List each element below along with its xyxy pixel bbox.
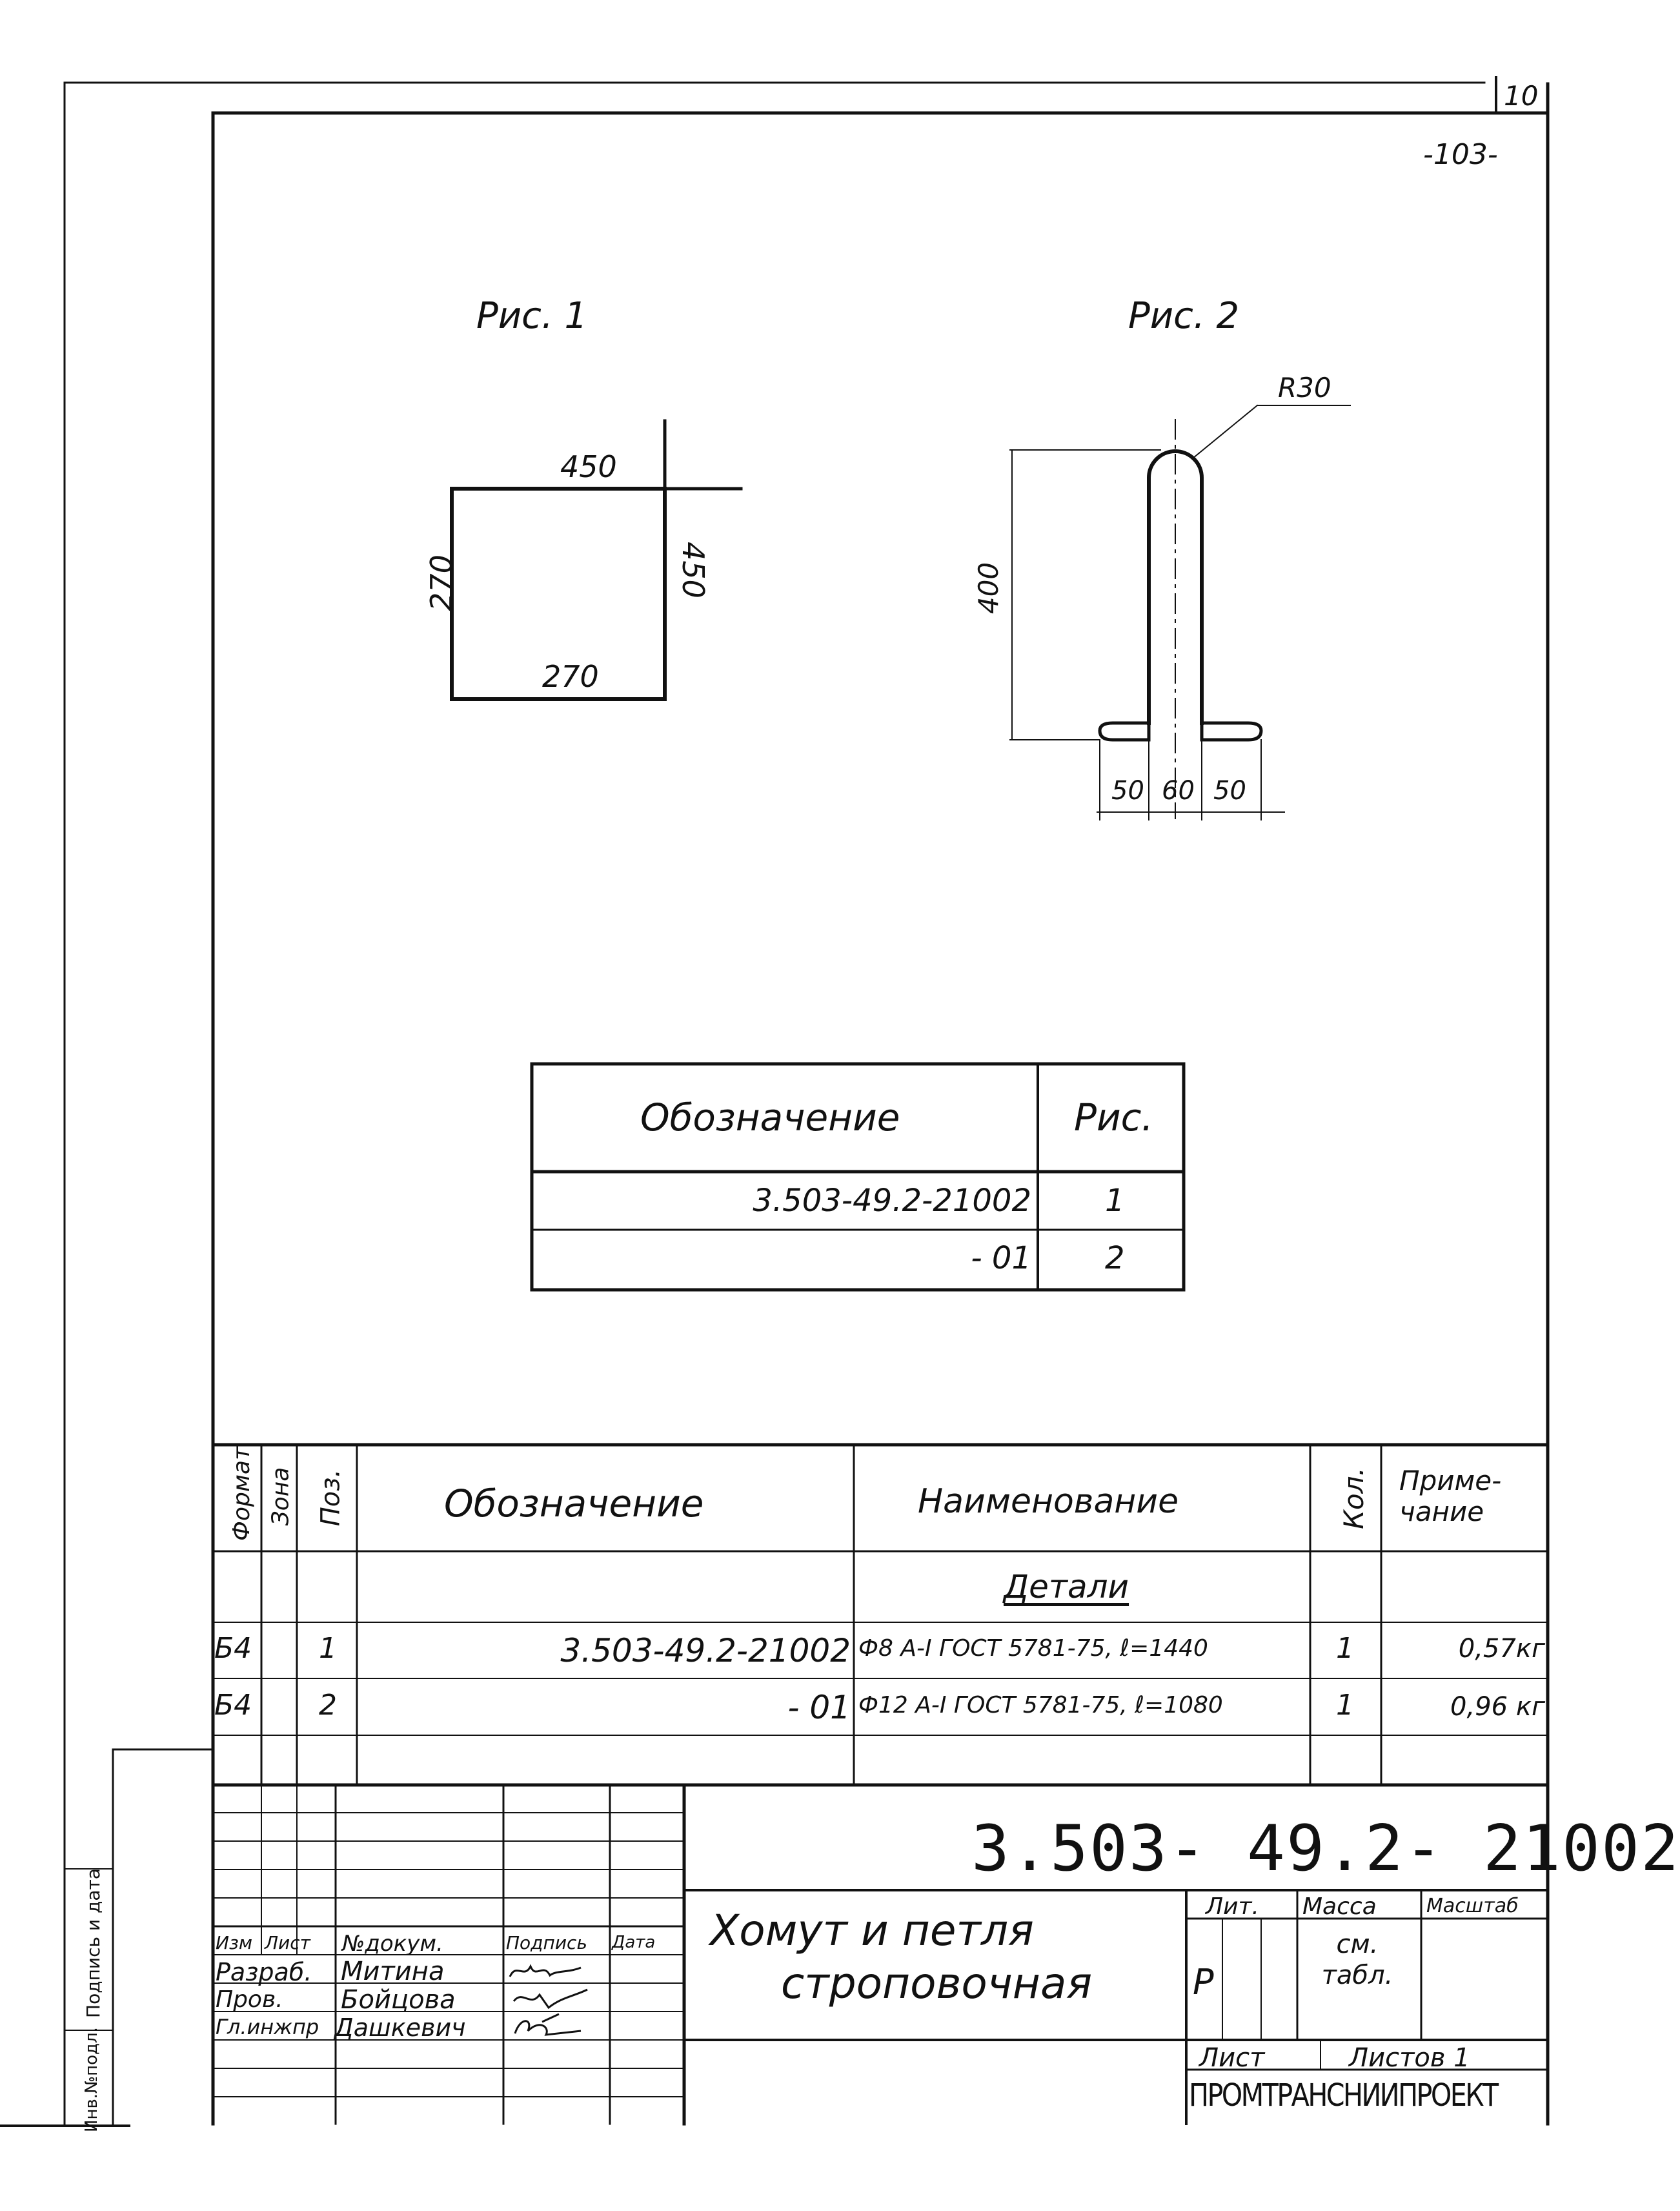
tb-lit-value: Р [1193,1962,1214,2002]
title-line-2: строповочная [781,1959,1093,2008]
signature-1 [509,1964,582,1977]
tb-lit-label: Лит. [1206,1893,1259,1920]
tb-name-1: Митина [341,1957,445,1986]
spec-header-name: Наименование [918,1482,1179,1521]
spec-row-2-name: Ф12 А-I ГОСТ 5781-75, ℓ=1080 [858,1692,1223,1718]
fig2-title: Рис. 2 [1128,295,1240,337]
tb-role-1: Разраб. [216,1958,312,1986]
tb-sheet-label: Лист [1199,2043,1265,2073]
tb-header-izm: Изм [216,1932,252,1953]
tb-mass-label: Масса [1302,1893,1377,1920]
tb-role-3: Гл.инжпр [216,2015,319,2039]
tb-mass-value: см. табл. [1321,1930,1393,1990]
variants-row-1-fig: 1 [1105,1183,1125,1219]
tb-header-sign: Подпись [506,1932,587,1953]
spec-row-1-note: 0,57кг [1458,1634,1545,1664]
fig2-dim-radius: R30 [1278,372,1331,403]
doc-code: 3.503- 49.2- 21002 [971,1812,1680,1886]
spec-row-2-note: 0,96 кг [1450,1692,1545,1722]
fig2-dim-gap: 60 [1162,776,1195,806]
tb-scale-label: Масштаб [1426,1895,1519,1917]
spec-row-1-pos: 1 [319,1632,337,1665]
spec-header-designation: Обозначение [444,1482,704,1525]
tb-sheets-label: Листов 1 [1349,2043,1470,2073]
spec-row-1-qty: 1 [1336,1632,1354,1665]
signatures [509,1964,588,2036]
title-line-1: Хомут и петля [710,1906,1034,1955]
drawing-frame [0,76,1550,2127]
side-stamp-inv: Инв.№подл. [82,2027,101,2132]
tb-header-doc: №докум. [342,1931,443,1957]
variants-header-fig: Рис. [1074,1095,1153,1139]
sheet-number: 10 [1504,80,1539,112]
tb-name-3: Дашкевич [334,2013,466,2042]
fig1-dim-top: 450 [560,449,617,484]
tb-role-2: Пров. [216,1986,283,2013]
variants-row-2-fig: 2 [1105,1240,1125,1276]
spec-row-1-designation: 3.503-49.2-21002 [560,1632,851,1669]
tb-header-list: Лист [265,1932,310,1953]
spec-row-2-qty: 1 [1336,1689,1354,1722]
fig2-dim-right-leg: 50 [1213,776,1246,806]
variants-row-2-designation: - 01 [971,1240,1031,1276]
spec-section-title: Детали [1004,1568,1129,1605]
tb-header-date: Дата [612,1933,656,1952]
spec-row-2-designation: - 01 [787,1689,851,1726]
spec-row-1-name: Ф8 А-I ГОСТ 5781-75, ℓ=1440 [858,1635,1208,1662]
fig1-title: Рис. 1 [476,295,588,337]
variants-header-designation: Обозначение [640,1095,900,1139]
spec-header-note: Приме- чание [1399,1465,1502,1528]
fig1-dim-bottom: 270 [542,659,599,694]
spec-row-2-format: Б4 [214,1689,252,1722]
side-stamp-sign-date: Подпись и дата [83,1868,104,2018]
organization: ПРОМТРАНСНИИПРОЕКТ [1189,2077,1499,2114]
page-mark: -103- [1423,138,1498,171]
tb-name-2: Бойцова [341,1985,456,2015]
spec-row-2-pos: 2 [319,1689,337,1722]
variants-row-1-designation: 3.503-49.2-21002 [753,1183,1031,1219]
fig2-dim-left-leg: 50 [1111,776,1144,806]
signature-3 [514,2013,582,2036]
signature-2 [512,1988,588,2010]
spec-row-1-format: Б4 [214,1632,252,1665]
